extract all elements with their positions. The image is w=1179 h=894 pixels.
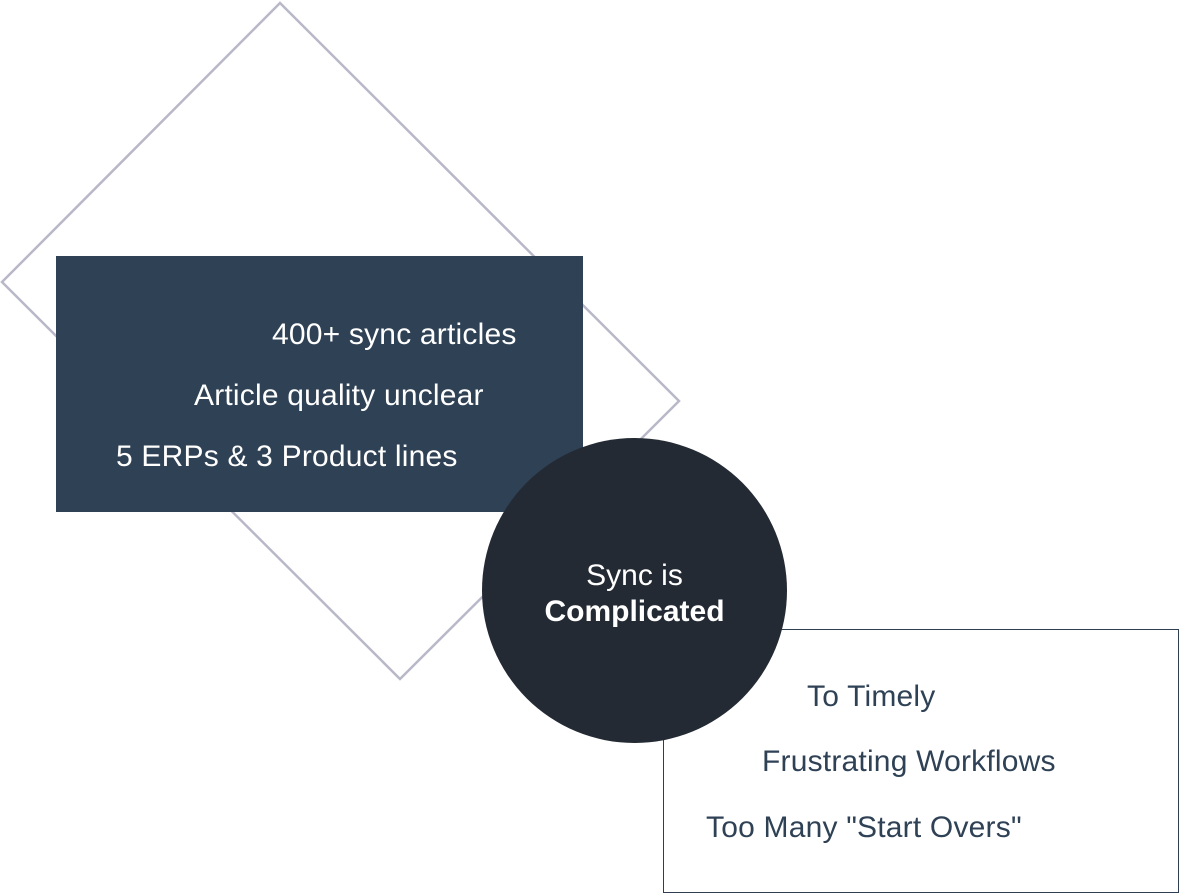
pain-item-workflows: Frustrating Workflows xyxy=(762,745,1056,778)
center-title-line1: Sync is xyxy=(586,558,683,592)
pain-item-timely: To Timely xyxy=(807,680,936,713)
center-title-line2: Complicated xyxy=(544,594,725,628)
problem-item-erps: 5 ERPs & 3 Product lines xyxy=(116,440,458,473)
problem-item-articles: 400+ sync articles xyxy=(272,318,517,351)
problem-item-quality: Article quality unclear xyxy=(194,379,484,412)
problems-box: 400+ sync articles Article quality uncle… xyxy=(56,256,583,512)
pain-item-start-overs: Too Many "Start Overs" xyxy=(706,811,1022,844)
center-circle: Sync is Complicated xyxy=(482,438,787,743)
